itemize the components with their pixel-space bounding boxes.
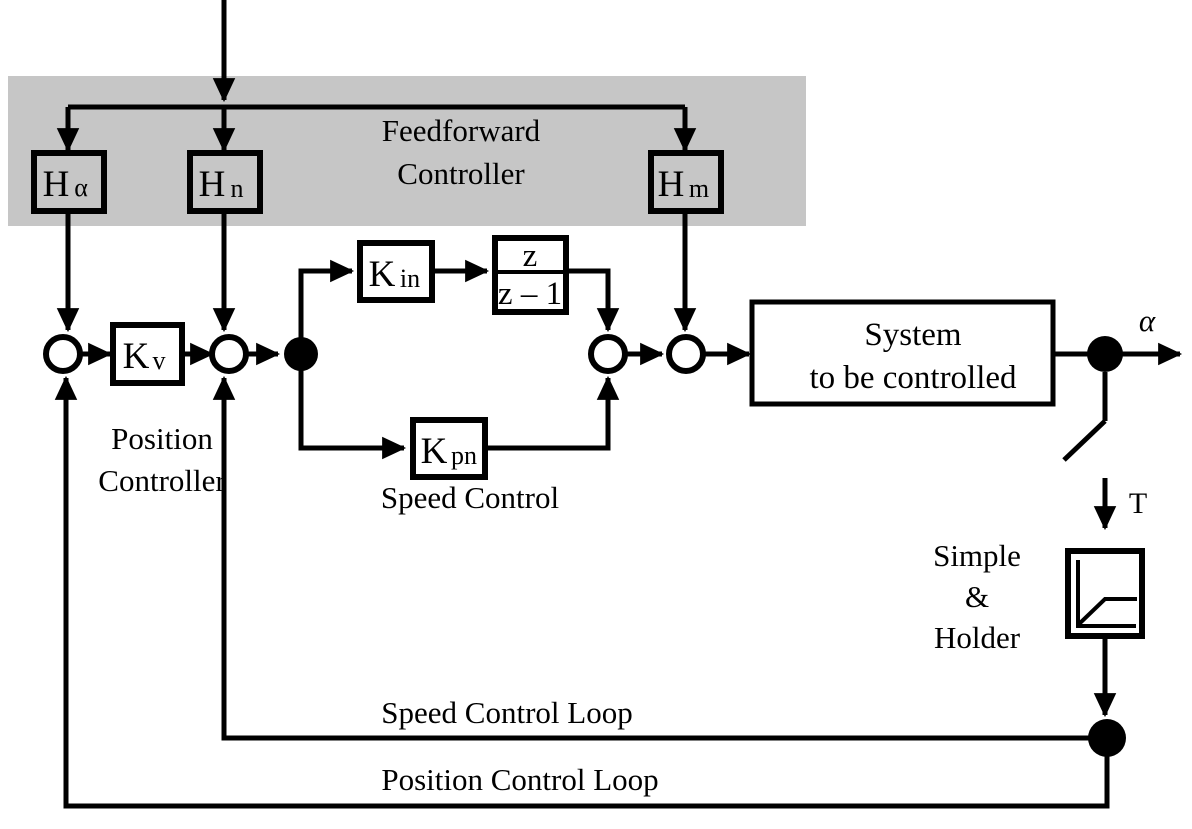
- block-kpn-label: K: [421, 431, 448, 472]
- feedforward-caption-line1: Feedforward: [382, 113, 541, 148]
- wire-speed-control-loop: [212, 375, 1107, 741]
- position-controller-caption-line1: Position: [111, 421, 213, 456]
- summing-junction-feedforward[interactable]: [666, 334, 706, 374]
- wire-integrator-to-sum3: [566, 268, 620, 333]
- block-kin-label: K: [369, 254, 396, 295]
- position-controller-caption-line2: Controller: [98, 463, 226, 498]
- block-h-alpha-label: H: [43, 164, 70, 205]
- hold-caption-line3: Holder: [934, 620, 1021, 655]
- block-h-n-label: H: [199, 164, 226, 205]
- output-label-alpha: α: [1139, 303, 1156, 338]
- hold-icon-axes: [1076, 560, 1136, 628]
- hold-icon-step-response: [1077, 597, 1137, 626]
- block-kv-subscript: v: [153, 346, 166, 375]
- sampler-period-label: T: [1129, 487, 1147, 520]
- summing-junction-position[interactable]: [43, 334, 83, 374]
- feedforward-caption-line2: Controller: [397, 156, 525, 191]
- block-h-m[interactable]: [648, 150, 724, 214]
- block-h-m-label: H: [658, 164, 685, 205]
- summing-junction-pi[interactable]: [588, 334, 628, 374]
- speed-control-caption: Speed Control: [381, 480, 559, 515]
- block-kin-subscript: in: [400, 264, 420, 293]
- block-discrete-integrator[interactable]: [492, 235, 569, 315]
- integrator-numerator: z: [523, 238, 538, 274]
- position-control-loop-label: Position Control Loop: [381, 762, 658, 797]
- block-h-n-subscript: n: [231, 174, 244, 203]
- hold-caption-line2: &: [965, 579, 989, 614]
- wire-position-control-loop: [54, 375, 1110, 809]
- block-h-m-subscript: m: [689, 174, 709, 203]
- integrator-denominator: z – 1: [498, 276, 562, 312]
- wire-branch-to-kin: [298, 259, 355, 354]
- block-h-alpha-subscript: α: [74, 173, 88, 202]
- hold-caption-line1: Simple: [933, 538, 1021, 573]
- block-kpn[interactable]: [410, 417, 488, 480]
- block-h-alpha[interactable]: [31, 150, 107, 214]
- summing-junction-speed[interactable]: [209, 334, 249, 374]
- block-kv-label: K: [123, 336, 150, 377]
- plant-label-line2: to be controlled: [809, 360, 1017, 396]
- sampler-switch-blade[interactable]: [1062, 419, 1107, 462]
- plant-label-line1: System: [864, 317, 962, 353]
- wire-branch-to-kpn: [298, 354, 407, 460]
- speed-control-loop-label: Speed Control Loop: [381, 695, 632, 730]
- block-kpn-subscript: pn: [451, 441, 477, 470]
- block-system-to-be-controlled[interactable]: [749, 299, 1056, 407]
- wire-kpn-to-sum3: [485, 375, 620, 451]
